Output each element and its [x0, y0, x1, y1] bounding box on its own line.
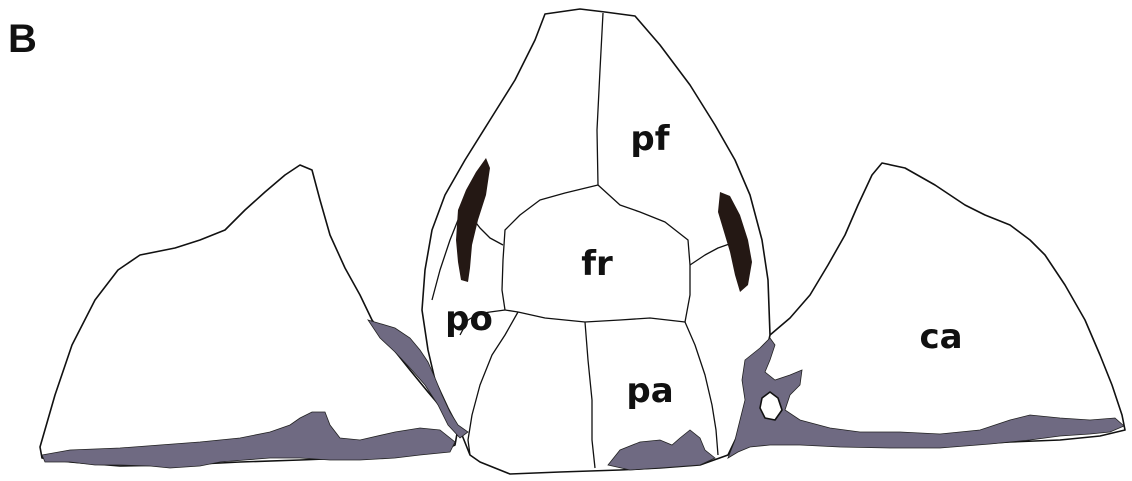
panel-letter: B: [8, 17, 37, 61]
left-lateral-element: [40, 165, 458, 466]
label-postorbital: po: [445, 299, 493, 339]
label-frontal: fr: [581, 244, 613, 284]
label-prefrontal: pf: [630, 119, 670, 159]
label-parietal: pa: [626, 371, 673, 411]
label-ca: ca: [919, 317, 962, 357]
right-lateral-element: [755, 163, 1125, 446]
